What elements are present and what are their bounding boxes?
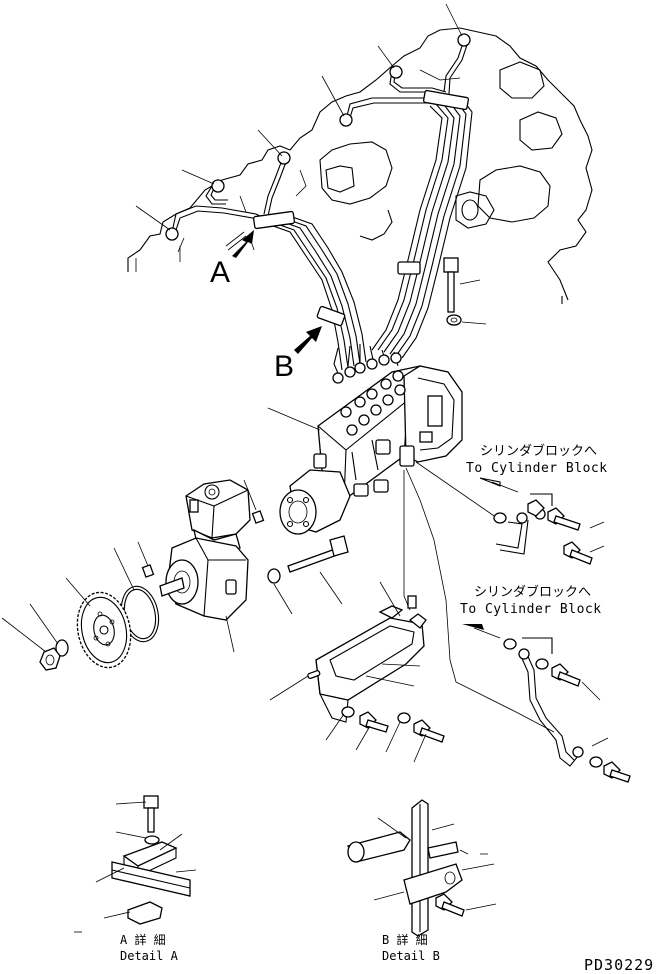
detail-a-title-en: Detail A <box>120 949 179 963</box>
detail-b-title-en: Detail B <box>382 949 440 963</box>
detail-a-title-jp: A 詳 細 <box>120 932 166 947</box>
marker-a-label: A <box>210 256 230 289</box>
detail-b-title-jp: B 詳 細 <box>382 932 428 947</box>
to-cylinder-block-en-lower: To Cylinder Block <box>460 602 602 617</box>
air-compressor <box>137 479 265 653</box>
leader-lines-top <box>135 3 487 325</box>
gear-nut <box>1 603 69 671</box>
drive-coupling <box>279 469 351 535</box>
oil-pipe-upper <box>415 461 605 565</box>
drive-gear <box>65 577 132 669</box>
pipe-clamps <box>165 33 471 384</box>
pump-support-bracket <box>269 581 445 763</box>
marker-arrows <box>225 230 322 354</box>
direction-line-lower <box>473 627 501 639</box>
direction-arrow-lower <box>462 624 484 630</box>
oil-pipe-lower <box>405 467 631 783</box>
detail-b-drawing <box>347 799 497 937</box>
injection-pump-body <box>267 365 463 611</box>
direction-line-upper <box>491 481 519 493</box>
long-bolt <box>267 535 349 615</box>
engine-block-outline <box>127 27 593 304</box>
marker-b-label: B <box>274 350 294 383</box>
to-cylinder-block-jp-lower: シリンダブロックへ <box>474 584 591 600</box>
to-cylinder-block-jp-upper: シリンダブロックへ <box>480 443 597 459</box>
detail-a-drawing <box>74 795 197 933</box>
to-cylinder-block-en-upper: To Cylinder Block <box>466 461 608 476</box>
figure-code: PD30229 <box>584 956 654 974</box>
stud-bolt <box>443 257 462 326</box>
direction-arrow-upper <box>479 477 501 487</box>
